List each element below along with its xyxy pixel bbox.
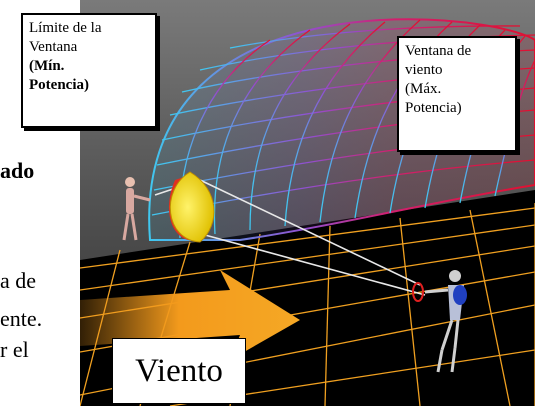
page-text-fragment: r el <box>0 337 29 362</box>
callout-min-power: Límite de la Ventana (Mín. Potencia) <box>21 13 157 128</box>
callout-max-line: viento <box>405 62 443 78</box>
callout-min-line: Límite de la <box>29 20 102 36</box>
page-text-heading-fragment: ado <box>0 158 35 183</box>
callout-max-power: Ventana de viento (Máx. Potencia) <box>397 36 517 152</box>
kiter-figure-left <box>122 177 151 241</box>
callout-min-line: Ventana <box>29 39 78 55</box>
kite <box>168 171 215 243</box>
page-text-fragment: ente. <box>0 306 43 331</box>
kiter-figure-right <box>412 270 467 373</box>
callout-max-line: Ventana de <box>405 43 472 59</box>
callout-max-line: (Máx. <box>405 81 442 97</box>
wind-label: Viento <box>112 338 246 404</box>
callout-min-line-bold: Potencia) <box>29 77 89 93</box>
page-text-fragment: a de <box>0 268 37 293</box>
callout-min-line-bold: (Mín. <box>29 58 65 74</box>
wind-arrow <box>80 270 300 360</box>
callout-max-line: Potencia) <box>405 100 462 116</box>
